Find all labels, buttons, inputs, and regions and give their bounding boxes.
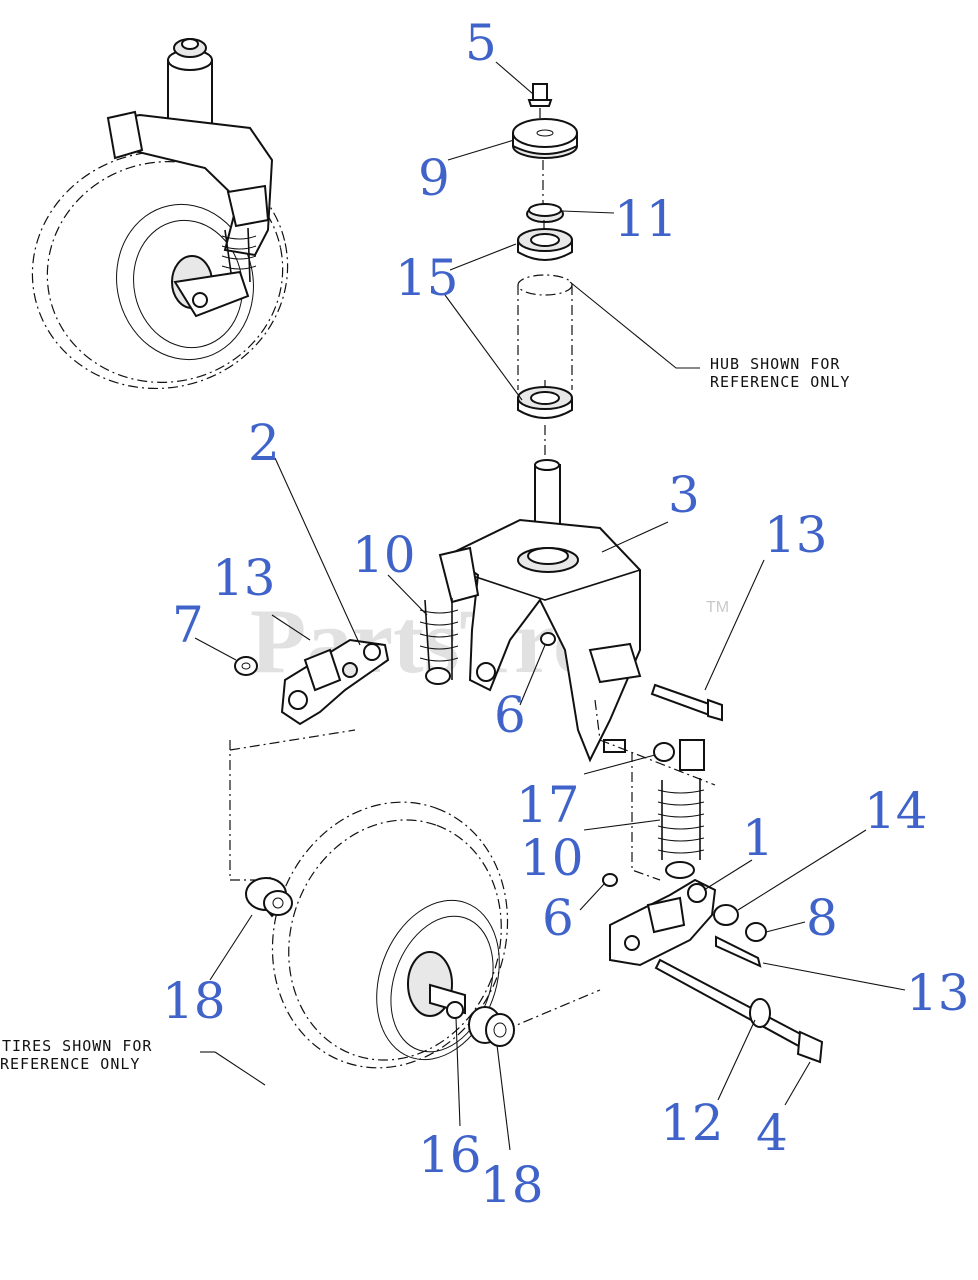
leader-lines [194, 61, 906, 1151]
callout-14: 14 [864, 782, 928, 840]
callout-13-lower: 13 [906, 964, 970, 1022]
callout-5: 5 [465, 14, 497, 72]
wheel-tire [271, 801, 509, 1069]
bushing-17 [653, 742, 675, 762]
axle-bolt [654, 958, 824, 1064]
callout-18-right: 18 [480, 1156, 544, 1214]
hub-note-line2: REFERENCE ONLY [710, 373, 850, 391]
callout-8: 8 [806, 889, 838, 947]
callout-15: 15 [395, 249, 459, 307]
callout-18-left: 18 [162, 972, 226, 1030]
nut-6b [602, 873, 618, 887]
washer-14 [713, 904, 739, 926]
hub-note-line1: HUB SHOWN FOR [710, 355, 840, 373]
callout-12: 12 [660, 1094, 724, 1152]
bolt-13-lower [715, 935, 762, 968]
shock-upper [419, 598, 459, 685]
spindle-stack [512, 83, 578, 455]
assembled-caster-preview [31, 38, 289, 390]
axle-bracket-left [280, 638, 390, 726]
spacer-18-right [468, 1006, 515, 1047]
nut-6a [540, 632, 556, 646]
callout-1: 1 [742, 809, 774, 867]
callout-7: 7 [172, 596, 204, 654]
tires-note-line1: TIRES SHOWN FOR [2, 1037, 152, 1055]
callout-4: 4 [756, 1104, 788, 1162]
callout-2: 2 [248, 414, 280, 472]
tires-note-line2: REFERENCE ONLY [0, 1055, 140, 1073]
caster-fork [438, 459, 642, 763]
callout-13-left: 13 [212, 549, 276, 607]
axle-bracket-right [609, 878, 717, 967]
callout-6-upper: 6 [494, 686, 526, 744]
callout-10-lower: 10 [520, 829, 584, 887]
callout-9: 9 [418, 149, 450, 207]
callout-13-right: 13 [764, 506, 828, 564]
callout-6-lower: 6 [542, 889, 574, 947]
watermark-tm: TM [706, 599, 729, 616]
nut-8 [745, 922, 767, 942]
shock-lower [657, 739, 705, 879]
callout-10-upper: 10 [352, 526, 416, 584]
callout-16: 16 [418, 1126, 482, 1184]
spacer-18-left [245, 876, 293, 918]
callout-17: 17 [516, 776, 580, 834]
bolt-13-right [650, 683, 713, 718]
callout-11: 11 [614, 190, 678, 248]
callout-3: 3 [668, 466, 700, 524]
nut-7 [234, 656, 258, 676]
